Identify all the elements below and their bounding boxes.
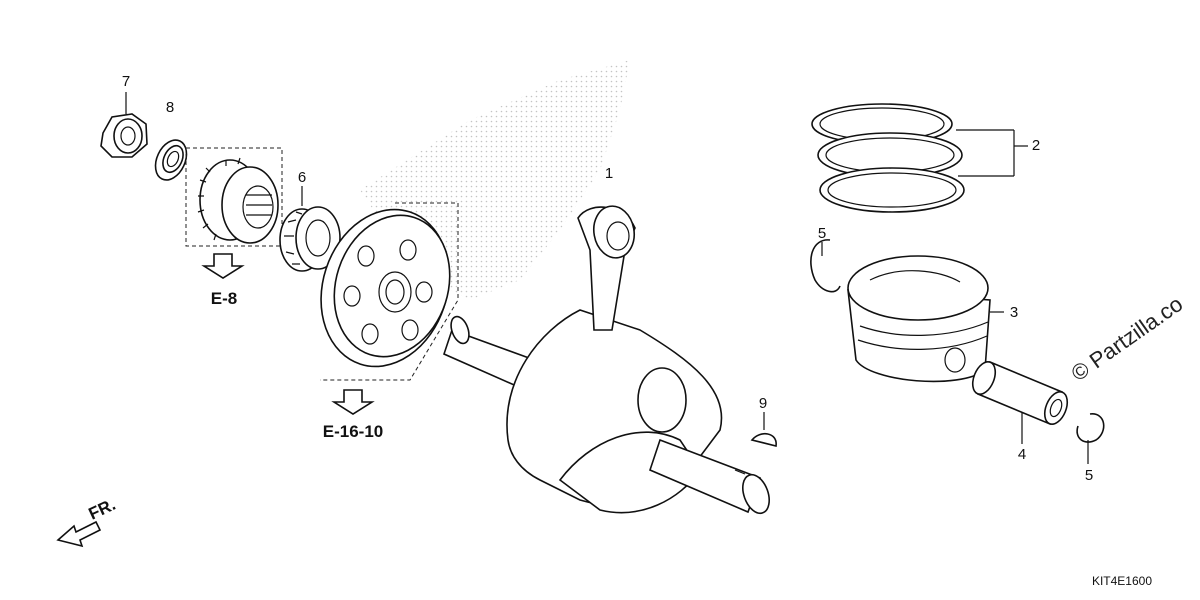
piston-icon[interactable]	[847, 255, 991, 383]
piston-rings-icon[interactable]	[811, 103, 965, 213]
large-driven-gear-icon[interactable]	[301, 193, 468, 383]
front-label: FR.	[86, 495, 119, 524]
nut-icon[interactable]	[100, 113, 148, 158]
crankshaft-icon[interactable]	[443, 203, 774, 517]
e8-gear-dashed-box	[185, 147, 283, 247]
piston-pin-icon[interactable]	[968, 358, 1071, 427]
callout-1[interactable]: 1	[605, 165, 613, 182]
callout-6[interactable]: 6	[298, 169, 306, 186]
leader-lines	[125, 92, 1089, 464]
needle-bearing-icon[interactable]	[279, 206, 341, 272]
circlip-bottom-icon[interactable]	[1076, 413, 1105, 443]
e1610-down-arrow-icon	[331, 389, 375, 415]
callout-9[interactable]: 9	[759, 395, 767, 412]
watermark: © Partzilla.co	[1067, 291, 1188, 386]
e1610-gear-dashed-outline	[320, 202, 459, 381]
callout-2[interactable]: 2	[1032, 137, 1040, 154]
circlip-top-icon[interactable]	[810, 239, 841, 293]
callout-8[interactable]: 8	[166, 99, 174, 116]
woodruff-key-icon[interactable]	[750, 433, 777, 447]
callout-5-bottom[interactable]: 5	[1085, 467, 1093, 484]
callout-5-top[interactable]: 5	[818, 225, 826, 242]
washer-icon[interactable]	[149, 135, 192, 185]
callout-3[interactable]: 3	[1010, 304, 1018, 321]
callout-4[interactable]: 4	[1018, 446, 1026, 463]
callout-7[interactable]: 7	[122, 73, 130, 90]
primary-gear-icon[interactable]	[197, 157, 279, 244]
ref-e1610[interactable]: E-16-10	[323, 422, 383, 441]
diagram-code: KIT4E1600	[1092, 574, 1152, 588]
front-direction-arrow-icon	[56, 520, 102, 548]
e8-down-arrow-icon	[201, 253, 245, 279]
ref-e8[interactable]: E-8	[211, 289, 237, 308]
